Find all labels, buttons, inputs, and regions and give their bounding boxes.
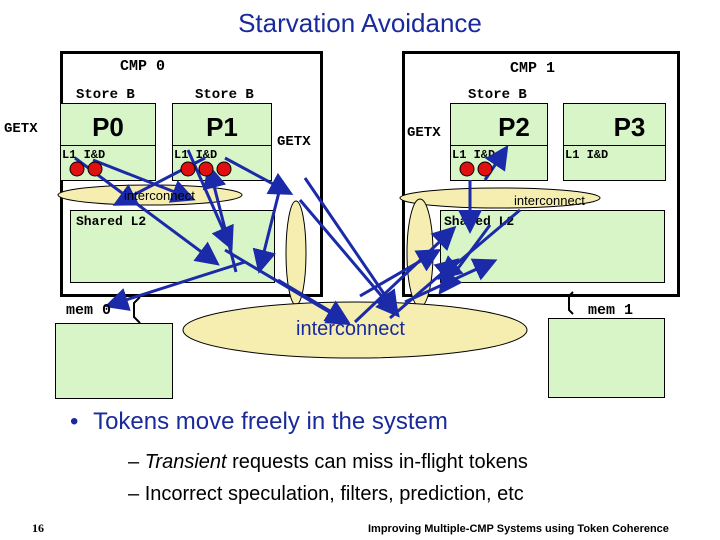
slide-title: Starvation Avoidance [238,8,482,38]
bullet-sub-2-text: Incorrect speculation, filters, predicti… [144,483,524,505]
p0-l1-divider [60,145,156,146]
token-arrow [252,179,284,274]
cmp0-l2-label: Shared L2 [76,214,147,229]
token-arrow [277,278,351,324]
token-dot [198,161,214,177]
cmp1-label: CMP 1 [510,60,556,77]
token-dot [216,161,232,177]
bullet-sub-1-text: requests can miss in-flight tokens [226,451,528,473]
p1-l1-label: L1 I&D [174,148,218,162]
getx-p2-label: GETX [407,125,441,141]
bullet-sub-1: – Transient requests can miss in-flight … [128,451,528,474]
token-arrow [224,156,294,195]
p2-box: P2 [450,103,548,181]
token-arrow [202,164,238,273]
mem0-label: mem 0 [66,302,112,319]
p1-store-label: Store B [195,87,254,103]
p0-label: P0 [92,112,124,142]
mem1-label: mem 1 [588,302,634,319]
bullet-sub-2: – Incorrect speculation, filters, predic… [128,483,524,506]
p3-l1-divider [563,145,666,146]
p0-store-label: Store B [76,87,135,103]
mem0-connector [133,296,141,324]
token-arrow [303,177,399,315]
token-dot [69,161,85,177]
global-interconnect-label: interconnect [296,318,405,340]
mem1-connector [568,291,574,315]
token-arrow [353,225,457,324]
p0-box: P0 [60,103,156,181]
token-arrow [389,258,460,320]
token-dot [180,161,196,177]
p3-box: P3 [563,103,666,181]
p2-label: P2 [498,112,530,142]
token-arrow [104,260,246,311]
token-arrow [186,149,234,251]
global-interconnect-ellipse [182,301,528,359]
cmp1-interconnect-ellipse [399,187,601,209]
cmp0-l2-box [70,210,275,283]
p1-l1-divider [172,145,272,146]
cmp0-label: CMP 0 [120,58,166,75]
footer-text: Improving Multiple-CMP Systems using Tok… [368,523,669,535]
bullet-sub-1-emphasis: Transient [144,451,227,473]
p3-l1-label: L1 I&D [565,148,609,162]
token-arrow [92,158,196,203]
bullet-main-text: Tokens move freely in the system [93,408,448,435]
dash-icon: – [128,451,145,473]
token-dot [459,161,475,177]
p1-label: P1 [206,112,238,142]
page-number: 16 [32,521,44,535]
bullet-dot: • [70,408,79,435]
cmp1-interconnect-label: interconnect [514,193,585,208]
mem1-box [548,318,665,398]
p2-store-label: Store B [468,87,527,103]
dash-icon: – [128,483,145,505]
p0-l1-label: L1 I&D [62,148,106,162]
bullet-main: • Tokens move freely in the system [70,408,448,436]
cmp0-interconnect-label: interconnect [124,188,195,203]
p3-label: P3 [613,112,646,142]
p2-l1-label: L1 I&D [452,148,496,162]
token-arrow [359,248,442,298]
getx-left-label: GETX [277,134,311,150]
token-dot [87,161,103,177]
getx-p0-label: GETX [4,121,38,137]
mem0-box [55,323,173,399]
token-dot [477,161,493,177]
token-arrow [404,258,498,304]
